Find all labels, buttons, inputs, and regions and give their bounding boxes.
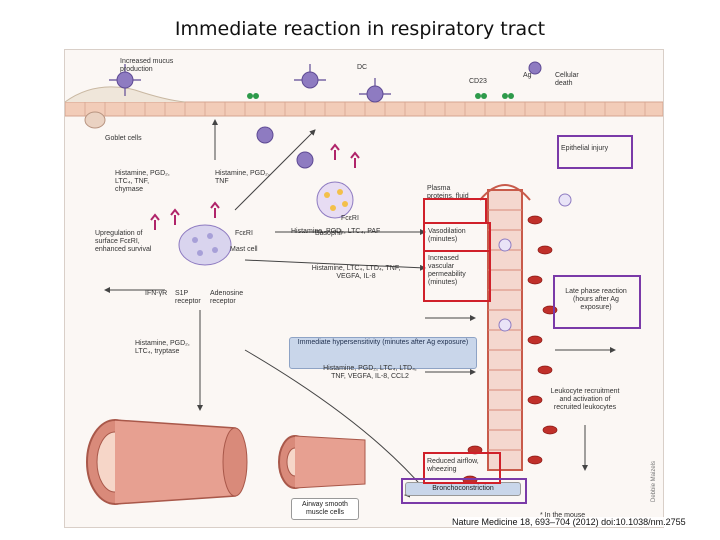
label-basophil: Basophil [315,230,342,237]
label-cellular-death: Cellular death [555,72,579,87]
credit: Debbie Maizels [651,460,657,502]
label-cd23: CD23 [469,78,487,85]
label-s1p: S1P receptor [175,290,201,305]
label-leukocyte: Leukocyte recruitment and activation of … [550,388,620,411]
label-ag: Ag [523,72,532,79]
airway-tubes [86,419,366,505]
label-mouse-note: * In the mouse [540,512,586,519]
label-fcer1-top: FcεRI [341,215,359,222]
label-dc: DC [357,64,368,71]
immediate-label: Immediate hypersensitivity (minutes afte… [297,339,469,346]
label-vasodilation: Vasodilation (minutes) [428,228,466,243]
highlight-permeability [423,250,491,302]
pathway-arrows [104,119,616,498]
label-late-phase: Late phase reaction (hours after Ag expo… [565,288,627,311]
highlight-plasma [423,198,487,224]
label-dc-mediators: Histamine, PGD₂, TNF [215,170,270,185]
label-adenosine: Adenosine receptor [210,290,244,305]
label-row2-mediators: Histamine, LTC₄, LTD₄, TNF, VEGFA, IL-8 [311,265,401,280]
goblet-cell [84,111,106,129]
diagram-illustration [65,61,663,505]
label-fcer1-mast: FcεRI [235,230,253,237]
fce-receptors [150,143,360,230]
label-goblet: Goblet cells [105,135,142,142]
epithelium-layer [65,86,663,117]
slide-title: Immediate reaction in respiratory tract [174,18,546,40]
highlight-vasodilation [423,222,491,252]
highlight-epithelial [557,135,633,169]
label-vessel-mediators: Histamine, PGD₂, LTC₄, LTD₄, TNF, VEGFA,… [323,365,417,380]
label-lower-mediators: Histamine, PGD₂, LTC₄, tryptase [135,340,190,355]
label-reduced-airflow: Reduced airflow, wheezing [427,458,479,473]
citation: Nature Medicine 18, 693–704 (2012) doi:1… [452,517,686,527]
label-upregulation: Upregulation of surface FcεRI, enhanced … [95,230,152,253]
highlight-reduced-airflow [423,452,501,484]
label-ifn: IFN-γR [145,290,168,297]
antigen-beads [247,93,514,99]
label-plasma: Plasma proteins, fluid [427,185,469,200]
highlight-bronchoconstriction [401,478,527,504]
label-mast-cell: Mast cell [230,246,258,253]
label-goblet-mediators: Histamine, PGD₂, LTC₄, TNF, chymase [115,170,170,193]
label-row1-mediators: Histamine, PGD₂, LTC₄, PAF [291,228,381,235]
diagram-panel: Increased mucus production DC CD23 Ag Ce… [64,49,664,528]
basophil-cell [316,181,354,219]
mast-cell [178,224,232,266]
airway-smooth-box: Airway smooth muscle cells [291,498,359,520]
immediate-hypersensitivity-box: Immediate hypersensitivity (minutes afte… [289,337,477,369]
highlight-late-phase [553,275,641,329]
label-mucus: Increased mucus production [120,58,174,73]
label-permeability: Increased vascular permeability (minutes… [428,255,466,286]
label-epithelial: Epithelial injury [561,145,609,152]
